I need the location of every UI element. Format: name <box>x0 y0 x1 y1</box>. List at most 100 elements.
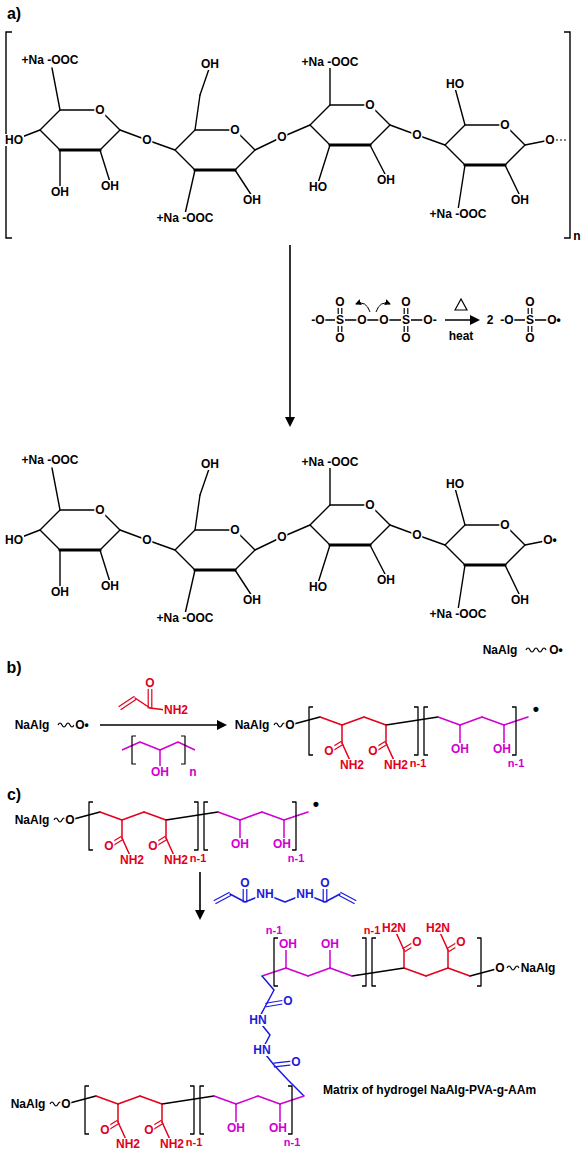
atom-label: O <box>141 534 152 546</box>
bond <box>341 725 343 743</box>
repeat-index: n-1 <box>283 1137 302 1148</box>
atom-label: O <box>276 131 287 143</box>
atom-label: HO <box>308 581 328 593</box>
atom-label: OH <box>320 938 340 950</box>
bond <box>194 802 198 850</box>
bond <box>200 1086 204 1134</box>
atom-label: OH <box>242 594 262 606</box>
bond <box>195 95 200 130</box>
radical-dot: • <box>532 700 540 718</box>
bond <box>309 707 313 755</box>
bond <box>59 550 60 588</box>
bond <box>372 938 376 986</box>
atom-label: +Na -OOC <box>155 212 214 224</box>
panel-letter: b) <box>5 660 22 676</box>
atom-label: O <box>99 1124 110 1136</box>
bond <box>404 968 426 976</box>
bond <box>218 812 240 820</box>
repeat-index: n-1 <box>189 853 208 864</box>
bond <box>339 896 354 904</box>
bond <box>60 548 100 551</box>
atom-label: O <box>229 124 240 136</box>
atom-label: O <box>282 995 293 1007</box>
bond <box>283 820 285 840</box>
bond <box>148 688 149 708</box>
bond <box>235 1104 237 1124</box>
bond <box>285 948 287 968</box>
atom-label: HO <box>445 78 465 90</box>
atom-label: O <box>524 296 535 308</box>
atom-label: OH <box>450 743 470 755</box>
panel-letter: a) <box>6 6 22 22</box>
bond <box>262 812 284 820</box>
bond <box>58 723 74 727</box>
bond <box>460 717 482 725</box>
bond <box>214 892 229 900</box>
atom-label: S <box>401 314 411 326</box>
bond <box>507 966 519 970</box>
atom-label: O <box>290 1056 301 1068</box>
bond <box>59 150 60 188</box>
atom-label: NH2 <box>119 854 145 866</box>
bond <box>159 750 161 766</box>
repeat-index: n <box>188 766 197 778</box>
bond <box>329 466 330 505</box>
electron-arrow <box>376 303 390 312</box>
bond <box>447 950 449 968</box>
repeat-index: n-1 <box>409 758 428 769</box>
bond <box>279 1104 281 1124</box>
repeat-index: n-1 <box>507 758 526 769</box>
atom-label: O- <box>422 314 437 326</box>
atom-label: NH2 <box>339 759 365 771</box>
bond <box>121 699 136 709</box>
atom-label: O• <box>548 644 564 656</box>
bond <box>195 568 235 571</box>
atom-label: O <box>143 1124 154 1136</box>
bond <box>482 717 504 725</box>
bond <box>52 468 60 510</box>
atom-label: HO <box>308 181 328 193</box>
atom-label: O <box>94 104 105 116</box>
atom-label: OH <box>200 58 220 70</box>
repeat-index: n-1 <box>185 1137 204 1148</box>
atom-label: OH <box>278 938 298 950</box>
bond-group <box>14 66 566 1144</box>
atom-label: O <box>334 332 345 344</box>
atom-label: H2N <box>381 922 407 934</box>
bond <box>326 887 327 902</box>
bond <box>246 887 247 902</box>
atom-label: NH <box>255 888 274 900</box>
bond <box>503 725 505 745</box>
atom-label: NH2 <box>159 1138 185 1150</box>
bond <box>477 938 481 986</box>
atom-label: O• <box>546 314 562 326</box>
atom-label: HO <box>4 534 24 546</box>
atom-label: HN <box>252 1044 271 1056</box>
atom-label: O <box>94 504 105 516</box>
atom-label: HO <box>445 478 465 490</box>
bond <box>385 725 387 743</box>
bond <box>445 525 525 565</box>
bond <box>308 968 330 976</box>
atom-label: O <box>400 332 411 344</box>
bond <box>505 565 520 596</box>
atom-label: O <box>494 962 505 974</box>
atom-label: HO <box>4 134 24 146</box>
bond <box>151 688 152 708</box>
bond <box>100 550 110 582</box>
bond <box>162 1096 214 1104</box>
atom-label: OH <box>50 186 70 198</box>
atom-label: +Na -OOC <box>428 608 487 620</box>
matrix-caption: Matrix of hydrogel NaAlg-PVA-g-AAm <box>322 1084 537 1096</box>
bond <box>119 697 134 707</box>
bond <box>175 130 255 170</box>
bond <box>100 812 122 820</box>
atom-label: NaAlg <box>482 644 519 656</box>
bond <box>386 717 438 725</box>
atom-label: HN <box>248 1014 267 1026</box>
bond <box>165 820 167 838</box>
bond <box>140 1096 162 1104</box>
bond <box>195 168 235 171</box>
atom-label: OH <box>226 1122 246 1134</box>
bond <box>330 543 370 546</box>
